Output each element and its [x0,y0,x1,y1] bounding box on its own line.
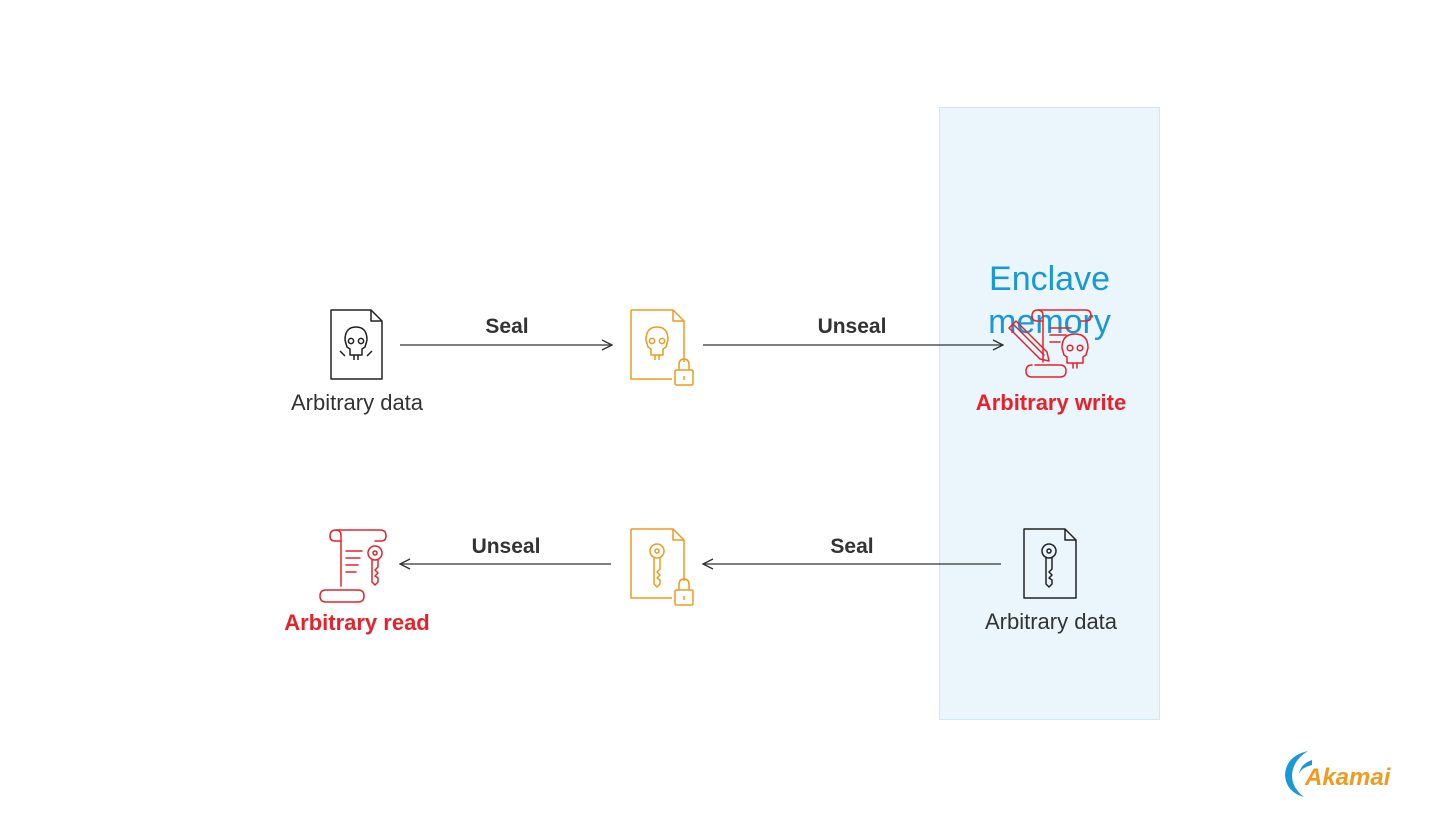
source-label-top: Arbitrary data [290,390,424,415]
sealed-skull-document-icon [630,309,694,386]
unseal-label-top: Unseal [817,315,887,338]
arbitrary-read-label: Arbitrary read [284,610,430,635]
akamai-swoosh-icon [1285,751,1312,797]
enclave-memory-region: Enclave memory [939,107,1160,720]
seal-label-bottom: Seal [830,535,874,558]
source-label-bottom: Arbitrary data [984,609,1118,634]
key-document-icon [1023,528,1077,599]
sealed-key-document-icon [630,528,694,606]
write-scroll-skull-icon [1008,309,1092,378]
seal-label-top: Seal [485,315,529,338]
enclave-title-line1: Enclave [989,260,1110,298]
akamai-logo-text: Akamai [1305,764,1391,791]
akamai-logo: Akamai [1282,748,1407,800]
arbitrary-write-label: Arbitrary write [975,390,1127,415]
skull-document-icon [330,309,383,380]
read-scroll-key-icon [319,529,387,603]
unseal-label-bottom: Unseal [471,535,541,558]
